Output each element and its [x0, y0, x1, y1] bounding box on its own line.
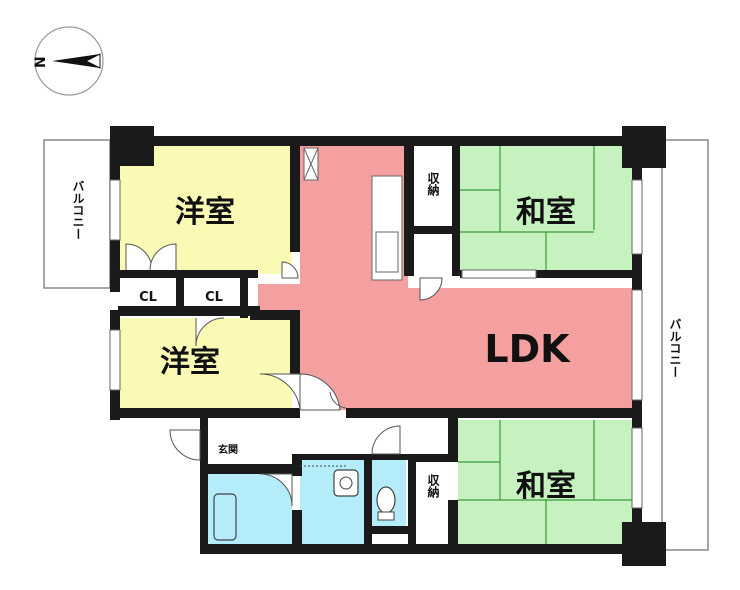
western-room-2-label: 洋室 [160, 345, 220, 380]
compass-needle-icon [52, 54, 100, 68]
door-western-1 [281, 261, 299, 279]
fixtures [213, 465, 396, 541]
western-room-1-label: 洋室 [175, 195, 235, 230]
ldk-floor [258, 140, 632, 410]
western-room-1-floor [118, 146, 292, 274]
door-toilet [371, 425, 401, 455]
entrance-label: 玄関 [218, 443, 238, 456]
window-east-1 [631, 179, 643, 255]
japanese-room-2-label: 和室 [516, 469, 576, 504]
washbasin-icon [333, 469, 359, 497]
toilet-icon [376, 486, 396, 514]
walls [110, 126, 666, 566]
door-cl-1b [149, 243, 177, 271]
balcony-left [43, 139, 111, 289]
window-west-1 [109, 179, 121, 241]
ldk-label: LDK [484, 327, 571, 371]
storage-2-label: 収納 [426, 474, 440, 499]
door-cl-2 [195, 317, 225, 347]
tatami-lines-2 [458, 420, 634, 544]
compass-north-label: N [33, 56, 49, 68]
tatami-lines-1 [458, 146, 595, 274]
window-east-3 [631, 427, 643, 509]
storage-1-label: 収納 [426, 172, 440, 197]
balcony-right [661, 139, 709, 551]
doors [125, 243, 443, 507]
closet-2-label: CL [205, 290, 223, 305]
door-ldk [299, 373, 341, 411]
bathtub-icon [213, 493, 237, 541]
kitchen-counter [371, 175, 403, 281]
closet-1-label: CL [139, 290, 157, 305]
japanese-room-1-label: 和室 [516, 195, 576, 230]
sink-icon [375, 231, 399, 273]
sliding-door-ldk [461, 269, 537, 279]
door-entrance [169, 429, 201, 461]
window-west-2 [109, 329, 121, 391]
balcony-right-label: バルコニー [668, 318, 682, 378]
windows [109, 179, 643, 509]
window-east-2 [631, 289, 643, 401]
door-storage [419, 277, 443, 301]
compass-tail-icon [84, 53, 101, 69]
door-bath [259, 473, 293, 507]
room-fills [118, 140, 634, 544]
balcony-left-label: バルコニー [71, 180, 85, 240]
western-room-2-floor [118, 318, 292, 408]
compass: N [33, 26, 104, 96]
